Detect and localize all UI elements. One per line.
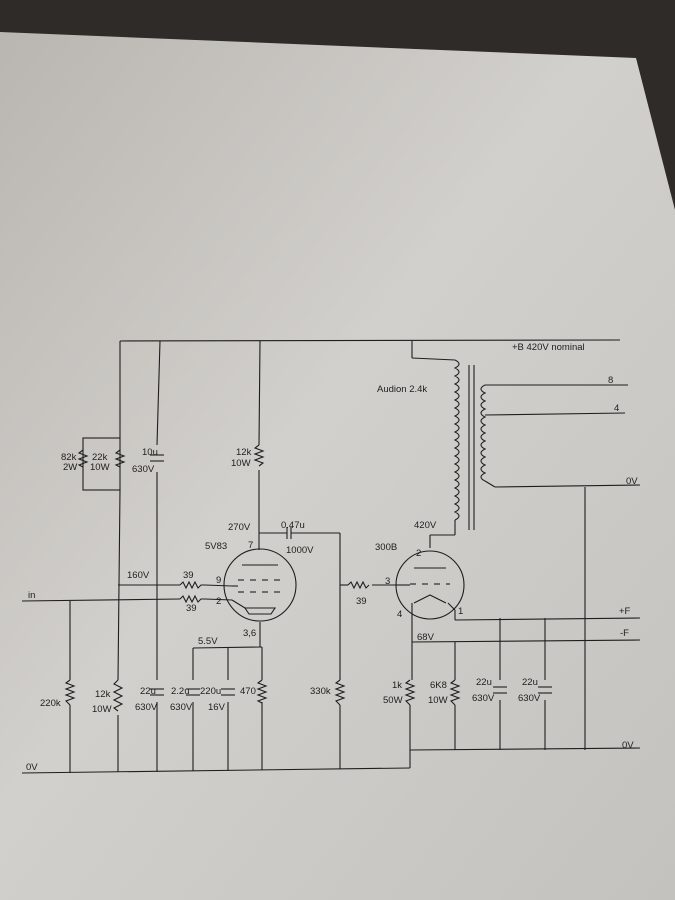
label-0v-right: 0V: [622, 740, 634, 751]
label-300b: 300B: [375, 542, 397, 553]
pin-3-300b: 3: [385, 576, 390, 587]
wires: [21, 339, 641, 774]
label-10w: 10W: [90, 462, 110, 473]
label-minus-f: -F: [620, 628, 629, 639]
label-220u: 220u: [200, 686, 221, 697]
resistor-6k8: [449, 679, 461, 706]
label-1000v: 1000V: [286, 545, 314, 556]
label-50w: 50W: [383, 695, 403, 706]
label-39-c: 39: [356, 596, 367, 607]
label-5v83: 5V83: [205, 541, 227, 552]
label-10w-bias: 10W: [92, 704, 112, 715]
label-270v: 270V: [228, 522, 251, 533]
pin-4-300b: 4: [397, 609, 402, 620]
label-22u-b: 22u: [476, 677, 492, 688]
label-12k-plate: 12k: [236, 447, 252, 458]
resistor-39-b: [179, 594, 205, 604]
resistor-82k: [77, 449, 89, 468]
label-22u-a: 22u: [140, 686, 156, 697]
labels: +B 420V nominal Audion 2.4k 8 4 0V 82k 2…: [26, 342, 638, 773]
label-39-a: 39: [183, 570, 194, 581]
label-470: 470: [240, 686, 256, 697]
label-630v-a: 630V: [135, 702, 158, 713]
label-22u-c: 22u: [522, 677, 538, 688]
label-16v: 16V: [208, 702, 226, 713]
label-10w-plate: 10W: [231, 458, 251, 469]
pin-3-6: 3,6: [243, 628, 256, 639]
label-12k-bias: 12k: [95, 689, 111, 700]
resistor-220k: [64, 679, 76, 706]
tube-5v83: [223, 548, 297, 622]
capacitor-10u: [150, 454, 164, 462]
label-0u47: 0.47u: [281, 520, 305, 531]
label-2u2: 2.2u: [171, 686, 190, 697]
resistor-330k: [334, 679, 346, 706]
resistor-1k: [404, 679, 416, 706]
label-68v: 68V: [417, 632, 435, 643]
capacitor-22u-c: [538, 686, 552, 694]
label-in: in: [28, 590, 35, 601]
label-39-b: 39: [186, 603, 197, 614]
output-transformer: [453, 359, 496, 530]
capacitor-22u-a: [150, 688, 164, 696]
pin-1-300b: 1: [458, 606, 463, 617]
label-630v-c: 630V: [472, 693, 495, 704]
label-5v5: 5.5V: [198, 636, 218, 647]
output-tap-0v: 0V: [626, 476, 638, 487]
output-tap-8: 8: [608, 375, 613, 386]
resistors: [64, 444, 461, 712]
resistor-39-c: [347, 580, 370, 590]
pin-7: 7: [248, 540, 253, 551]
capacitors: [150, 454, 552, 696]
resistor-470: [256, 679, 268, 704]
resistor-22k: [114, 449, 126, 468]
label-160v: 160V: [127, 570, 150, 581]
capacitor-220u: [221, 688, 235, 696]
resistor-12k-plate: [253, 444, 265, 467]
label-330k: 330k: [310, 686, 331, 697]
label-10w-6k8: 10W: [428, 695, 448, 706]
label-82k: 82k: [61, 452, 77, 463]
resistor-12k-bias: [112, 679, 124, 712]
output-tap-4: 4: [614, 403, 619, 414]
rail-label: +B 420V nominal: [512, 342, 585, 353]
label-22k: 22k: [92, 452, 108, 463]
label-plus-f: +F: [619, 606, 631, 617]
resistor-39-a: [179, 580, 205, 590]
pin-9: 9: [216, 575, 221, 586]
capacitor-22u-b: [493, 686, 507, 694]
label-630v: 630V: [132, 464, 155, 475]
label-2w: 2W: [63, 462, 77, 473]
capacitor-coupling: [286, 527, 292, 539]
label-0v-left: 0V: [26, 762, 38, 773]
paper-sheet: [0, 32, 675, 900]
label-420v: 420V: [414, 520, 437, 531]
label-220k: 220k: [40, 698, 61, 709]
label-630v-b: 630V: [170, 702, 193, 713]
label-10u: 10u: [142, 447, 158, 458]
capacitor-2u2: [186, 688, 200, 696]
pin-2-300b: 2: [416, 548, 421, 559]
pin-2: 2: [216, 596, 221, 607]
transformer-label: Audion 2.4k: [377, 384, 427, 395]
label-6k8: 6K8: [430, 680, 447, 691]
label-630v-d: 630V: [518, 693, 541, 704]
tube-300b: [395, 550, 465, 620]
label-1k: 1k: [392, 680, 402, 691]
